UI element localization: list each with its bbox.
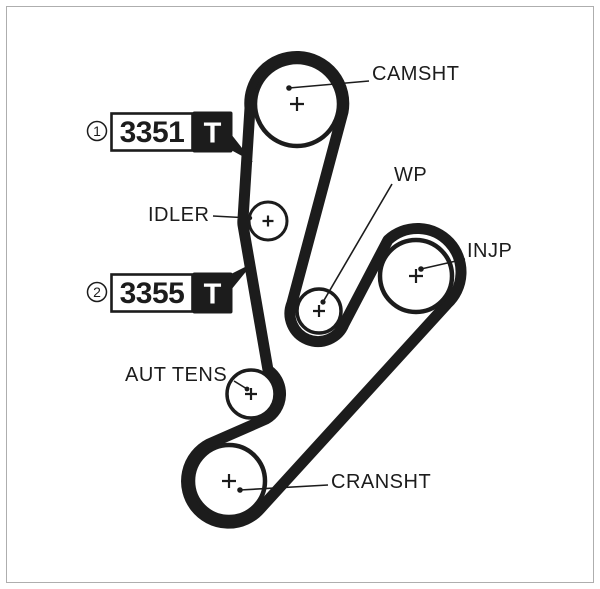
crankshaft-leader-line	[239, 484, 329, 491]
tensioner-label: AUT TENS	[125, 364, 227, 386]
plus-marker-camshaft-icon	[290, 97, 304, 111]
water-pump-leader-line	[322, 183, 393, 303]
part-plate-2: 2 3355 T	[86, 263, 253, 314]
injection-pump-label: INJP	[467, 240, 512, 262]
plus-marker-injection-pump-icon	[409, 269, 423, 283]
plate-1-logo-t-icon: T	[204, 118, 222, 150]
tensioner-leader-dot	[244, 386, 250, 392]
page-border	[6, 6, 594, 583]
camshaft-leader-line	[288, 80, 370, 89]
plate-2-number-box	[110, 273, 194, 313]
plate-1-logo-box	[192, 111, 233, 153]
plate-2-pointer-wedge-icon	[231, 263, 253, 290]
crankshaft-label: CRANSHT	[331, 471, 431, 493]
plus-marker-idler-icon	[262, 215, 274, 227]
plate-2-index-circle	[86, 281, 108, 303]
idler-leader-line	[212, 215, 251, 219]
idler-label: IDLER	[148, 204, 209, 226]
timing-belt-path	[181, 50, 467, 529]
water-pump-label: WP	[394, 164, 427, 186]
plate-2-logo-box	[192, 272, 233, 314]
plus-marker-crankshaft-icon	[222, 474, 236, 488]
injection-pump-leader-line	[420, 258, 466, 270]
plus-marker-water-pump-icon	[313, 305, 325, 317]
camshaft-leader-dot	[286, 85, 292, 91]
injection-pump-leader-dot	[418, 266, 424, 272]
tensioner-leader-line	[233, 380, 248, 390]
plate-2-number: 3355	[120, 277, 185, 310]
plate-1-number: 3351	[120, 116, 185, 149]
plus-marker-tensioner-icon	[245, 388, 257, 400]
camshaft-label: CAMSHT	[372, 63, 459, 85]
plate-1-pointer-wedge-icon	[231, 134, 253, 162]
part-plate-1: 1 3351 T	[86, 111, 253, 162]
water-pump-leader-dot	[320, 299, 326, 305]
plate-2-index: 2	[93, 284, 101, 300]
idler-leader-dot	[247, 215, 253, 221]
plate-2-logo-t-icon: T	[204, 279, 222, 311]
plate-1-index: 1	[93, 123, 101, 139]
crankshaft-leader-dot	[237, 487, 243, 493]
plate-1-index-circle	[86, 120, 108, 142]
